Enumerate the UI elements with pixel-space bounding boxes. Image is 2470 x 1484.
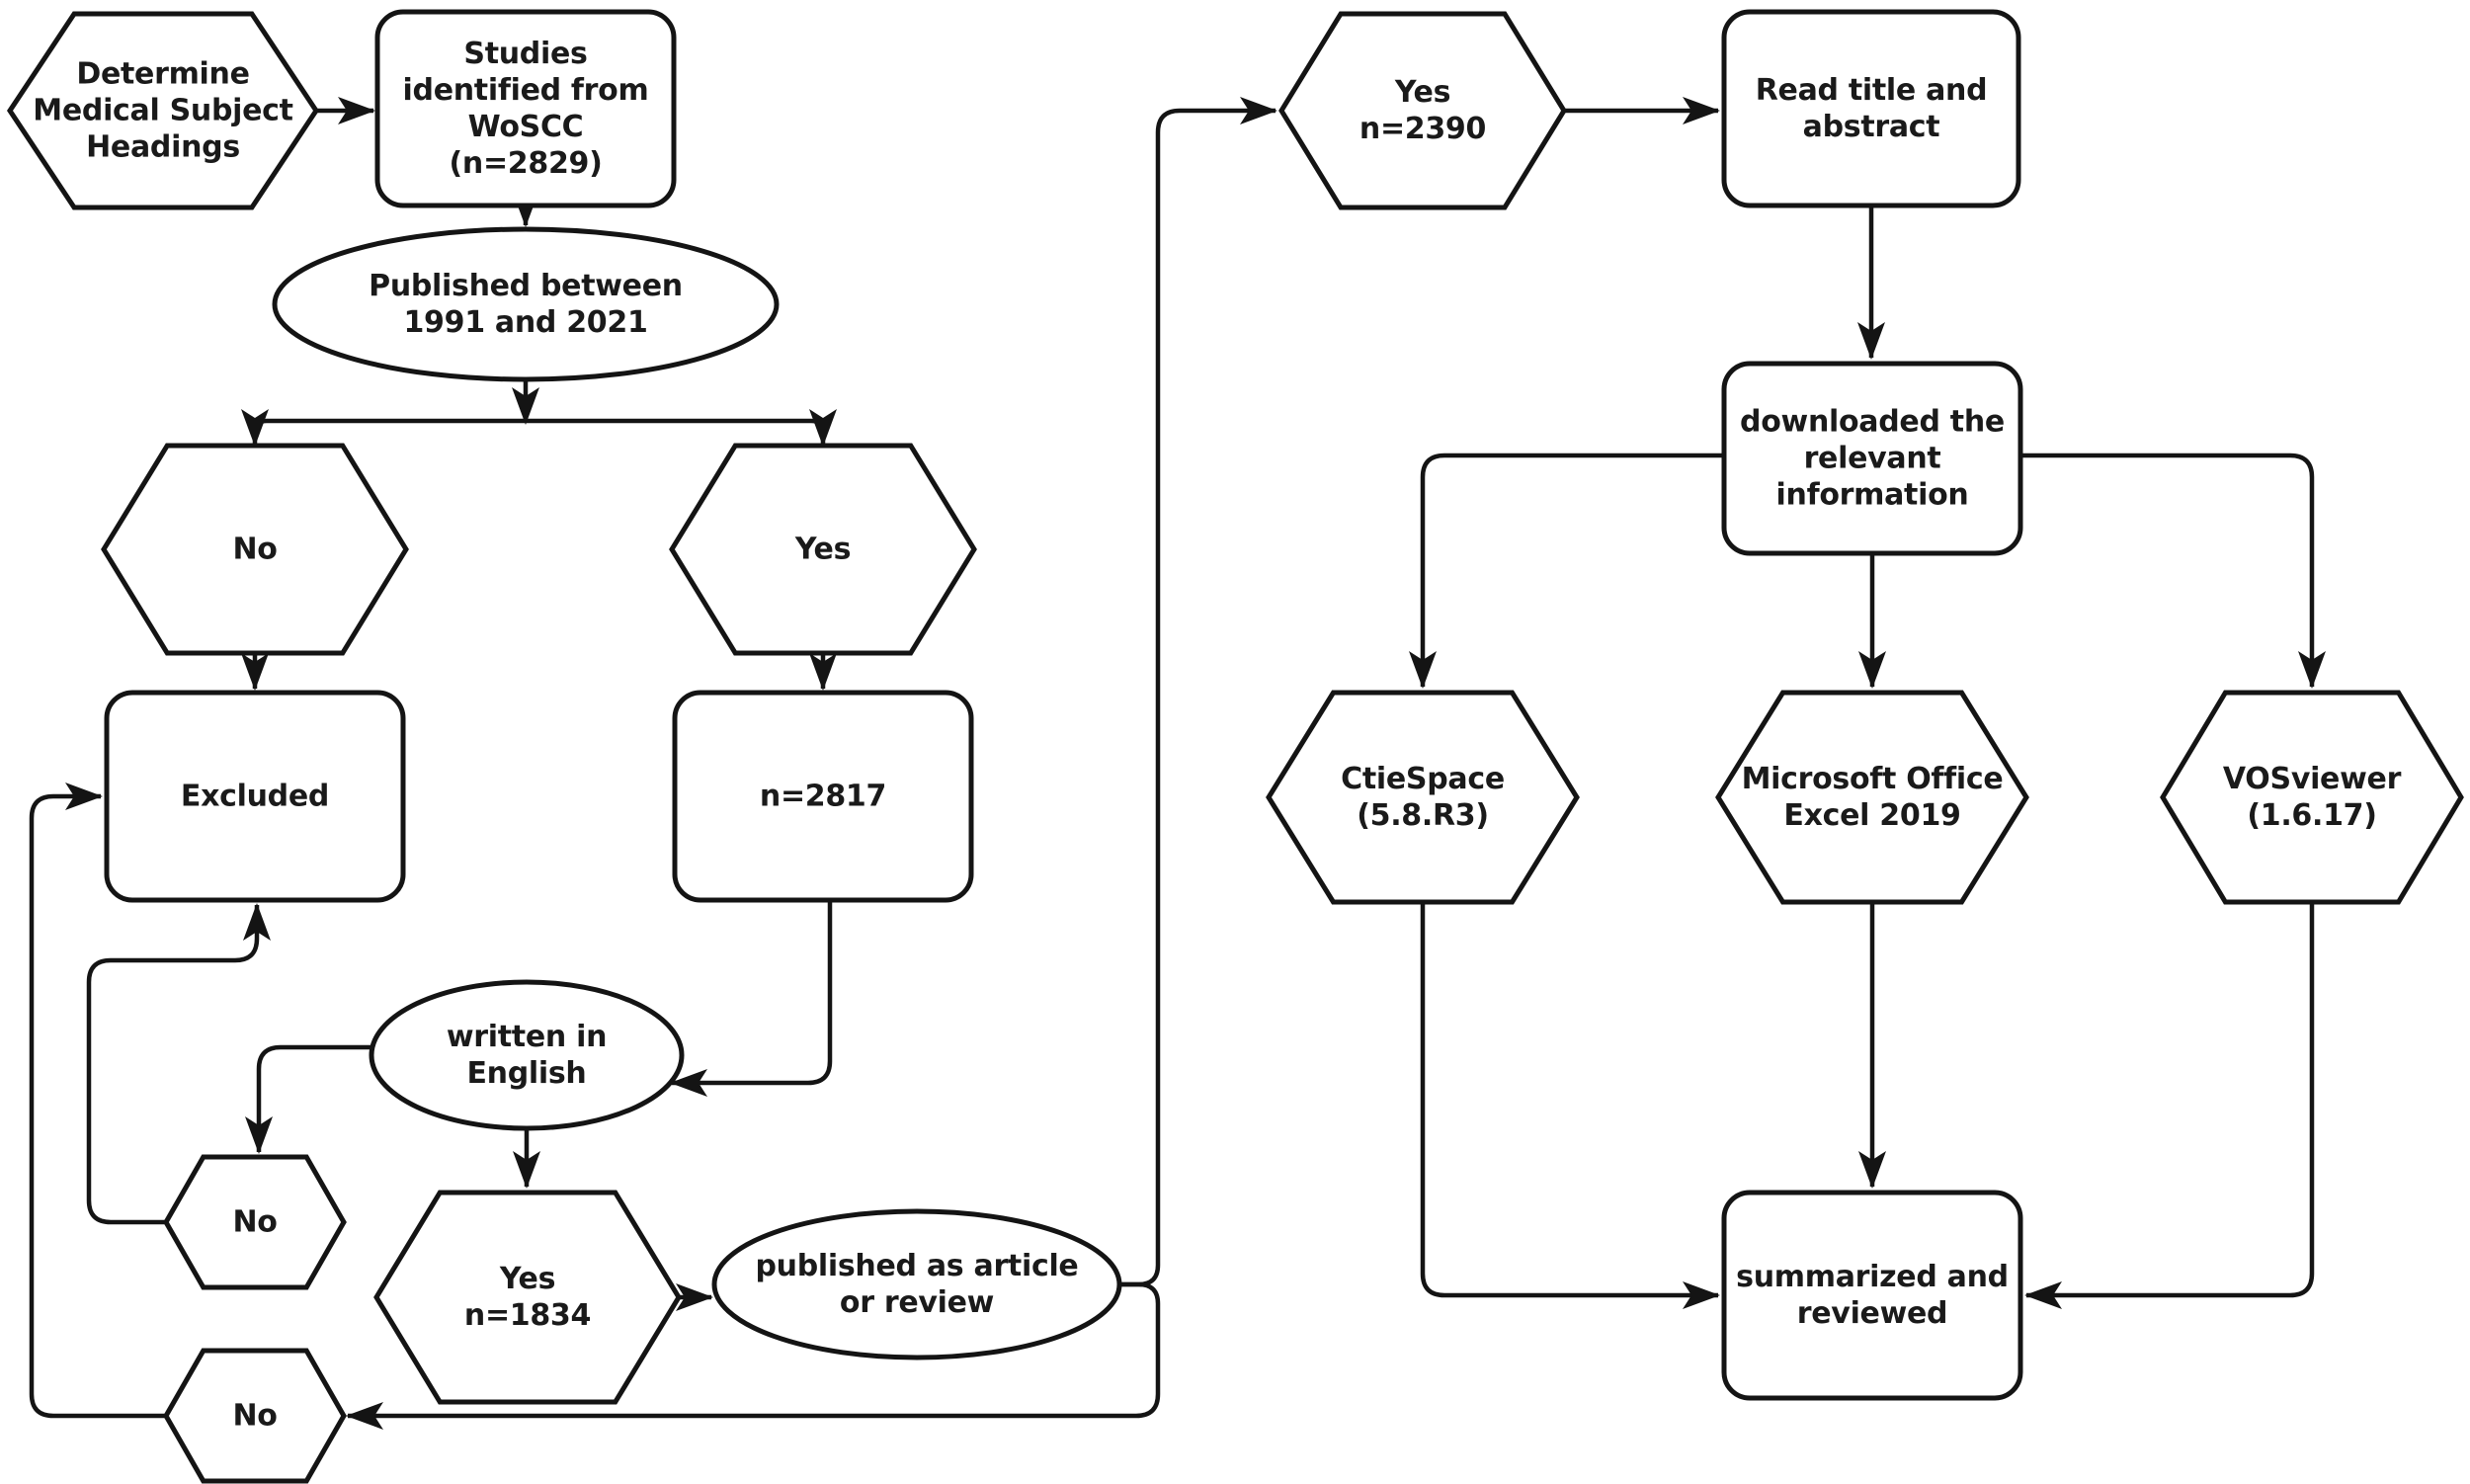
- edge-downloaded--ctiespace: [1409, 453, 1722, 689]
- vosviewer-label-line: (1.6.17): [2247, 798, 2376, 833]
- edge-n2817--written-english: [670, 900, 833, 1097]
- written-english-label-line: English: [466, 1056, 586, 1091]
- published-article-ellipse-shape: [711, 1208, 1122, 1360]
- vosviewer-label-line: VOSviewer: [2223, 762, 2402, 796]
- yes-published-hexagon-shape: [669, 443, 977, 656]
- excluded-box-shape: [104, 690, 406, 903]
- edge-published-between--no-published: [241, 409, 526, 447]
- msoffice-hexagon-shape: [1715, 690, 2029, 905]
- studies-woscc-box-shape: [374, 9, 677, 208]
- node-yes-published: Yes: [669, 443, 977, 656]
- determine-mesh-hexagon-shape: [6, 11, 320, 210]
- msoffice-label-line: Microsoft Office: [1742, 762, 2004, 796]
- node-n2817: n=2817: [672, 690, 974, 903]
- published-article-label-line: or review: [840, 1285, 994, 1320]
- edge-published-article--no-article: [346, 1281, 1161, 1430]
- yes-english-label-line: n=1834: [464, 1298, 591, 1333]
- no-published-label-line: No: [232, 533, 277, 567]
- downloaded-box-shape: [1721, 361, 2023, 556]
- published-article-label-line: published as article: [756, 1249, 1079, 1283]
- edge-downloaded--vosviewer: [2022, 453, 2326, 689]
- yes-english-label-line: Yes: [499, 1262, 555, 1296]
- node-no-published: No: [101, 443, 409, 656]
- no-english-hexagon-shape: [163, 1154, 347, 1290]
- downloaded-label-line: information: [1776, 478, 1969, 513]
- edge-vosviewer--summarized: [2024, 902, 2315, 1309]
- no-article-label-line: No: [232, 1399, 277, 1434]
- summarized-label-line: summarized and: [1736, 1260, 2009, 1294]
- ctiespace-label-line: CtieSpace: [1341, 762, 1505, 796]
- published-between-label-line: 1991 and 2021: [403, 305, 647, 340]
- edge-written-english--no-english: [245, 1044, 372, 1154]
- studies-woscc-label-line: identified from: [403, 73, 649, 108]
- published-between-label-line: Published between: [369, 269, 683, 303]
- studies-woscc-label-line: WoSCC: [468, 110, 584, 144]
- ctiespace-label-line: (5.8.R3): [1357, 798, 1489, 833]
- yes-english-hexagon-shape: [373, 1190, 682, 1405]
- determine-mesh-label-line: Determine: [76, 57, 249, 92]
- determine-mesh-label-line: Headings: [86, 130, 240, 165]
- edge-no-article--excluded: [29, 783, 166, 1419]
- written-english-ellipse-shape: [369, 979, 685, 1131]
- yes-article-label-line: Yes: [1394, 75, 1450, 110]
- published-between-ellipse-shape: [272, 226, 780, 382]
- node-vosviewer: VOSviewer(1.6.17): [2160, 690, 2464, 905]
- excluded-label-line: Excluded: [181, 780, 329, 814]
- edge-published-between--yes-published: [526, 409, 837, 447]
- determine-mesh-label-line: Medical Subject: [33, 94, 292, 128]
- read-title-box-shape: [1721, 9, 2021, 208]
- node-excluded: Excluded: [104, 690, 406, 903]
- no-article-hexagon-shape: [163, 1348, 347, 1484]
- vosviewer-hexagon-shape: [2160, 690, 2464, 905]
- n2817-box-shape: [672, 690, 974, 903]
- n2817-label-line: n=2817: [760, 780, 886, 814]
- node-ctiespace: CtieSpace(5.8.R3): [1266, 690, 1580, 905]
- no-english-label-line: No: [232, 1205, 277, 1240]
- yes-published-label-line: Yes: [794, 533, 851, 567]
- no-published-hexagon-shape: [101, 443, 409, 656]
- edge-published-article--yes-article: [1119, 97, 1277, 1287]
- ctiespace-hexagon-shape: [1266, 690, 1580, 905]
- studies-woscc-label-line: Studies: [463, 37, 587, 71]
- node-no-english: No: [163, 1154, 347, 1290]
- edges-layer: [29, 97, 2326, 1430]
- summarized-box-shape: [1721, 1190, 2023, 1401]
- node-no-article: No: [163, 1348, 347, 1484]
- msoffice-label-line: Excel 2019: [1783, 798, 1960, 833]
- yes-article-label-line: n=2390: [1359, 112, 1486, 146]
- yes-article-hexagon-shape: [1278, 11, 1567, 210]
- edge-ctiespace--summarized: [1420, 902, 1720, 1309]
- written-english-label-line: written in: [447, 1020, 607, 1054]
- read-title-label-line: abstract: [1803, 110, 1940, 144]
- studies-woscc-label-line: (n=2829): [449, 146, 602, 181]
- edge-no-english--excluded: [86, 903, 271, 1225]
- downloaded-label-line: downloaded the: [1740, 405, 2005, 440]
- downloaded-label-line: relevant: [1804, 442, 1941, 476]
- read-title-label-line: Read title and: [1756, 73, 1988, 108]
- summarized-label-line: reviewed: [1797, 1296, 1947, 1331]
